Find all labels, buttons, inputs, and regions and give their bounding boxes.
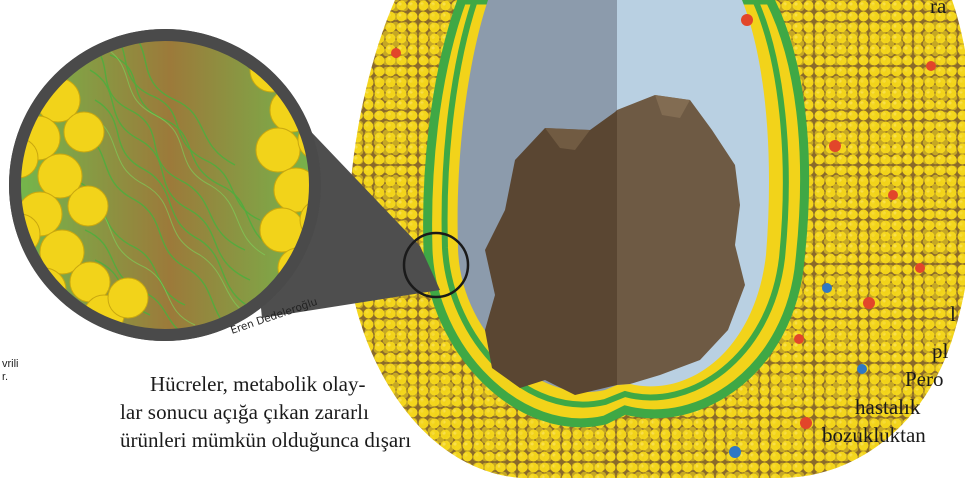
body-line: bozukluktan	[700, 421, 965, 449]
body-line: Pero	[700, 365, 965, 393]
marker-red	[829, 140, 841, 152]
marker-red	[391, 48, 401, 58]
caption-line: r.	[2, 371, 19, 384]
body-text-left: Hücreler, metabolik olay- lar sonucu açı…	[120, 370, 480, 454]
marker-red	[888, 190, 898, 200]
body-text-right-fragment: l	[950, 300, 956, 328]
body-line: lar sonucu açığa çıkan zararlı	[120, 398, 480, 426]
marker-red	[926, 61, 936, 71]
marker-red	[741, 14, 753, 26]
caption-fragment: vrili r.	[2, 358, 19, 384]
body-text-right-block: pl Pero hastalık bozukluktan	[700, 337, 965, 449]
caption-line: vrili	[2, 358, 19, 371]
body-line: l	[950, 302, 956, 326]
body-line: pl	[700, 337, 965, 365]
marker-blue	[822, 283, 832, 293]
marker-red	[863, 297, 875, 309]
marker-red	[915, 263, 925, 273]
body-text-right-top: ra	[930, 0, 946, 20]
body-line: ürünleri mümkün olduğunca dışarı	[120, 426, 480, 454]
body-line: hastalık	[700, 393, 965, 421]
body-line: Hücreler, metabolik olay-	[120, 370, 480, 398]
body-line: ra	[930, 0, 946, 18]
